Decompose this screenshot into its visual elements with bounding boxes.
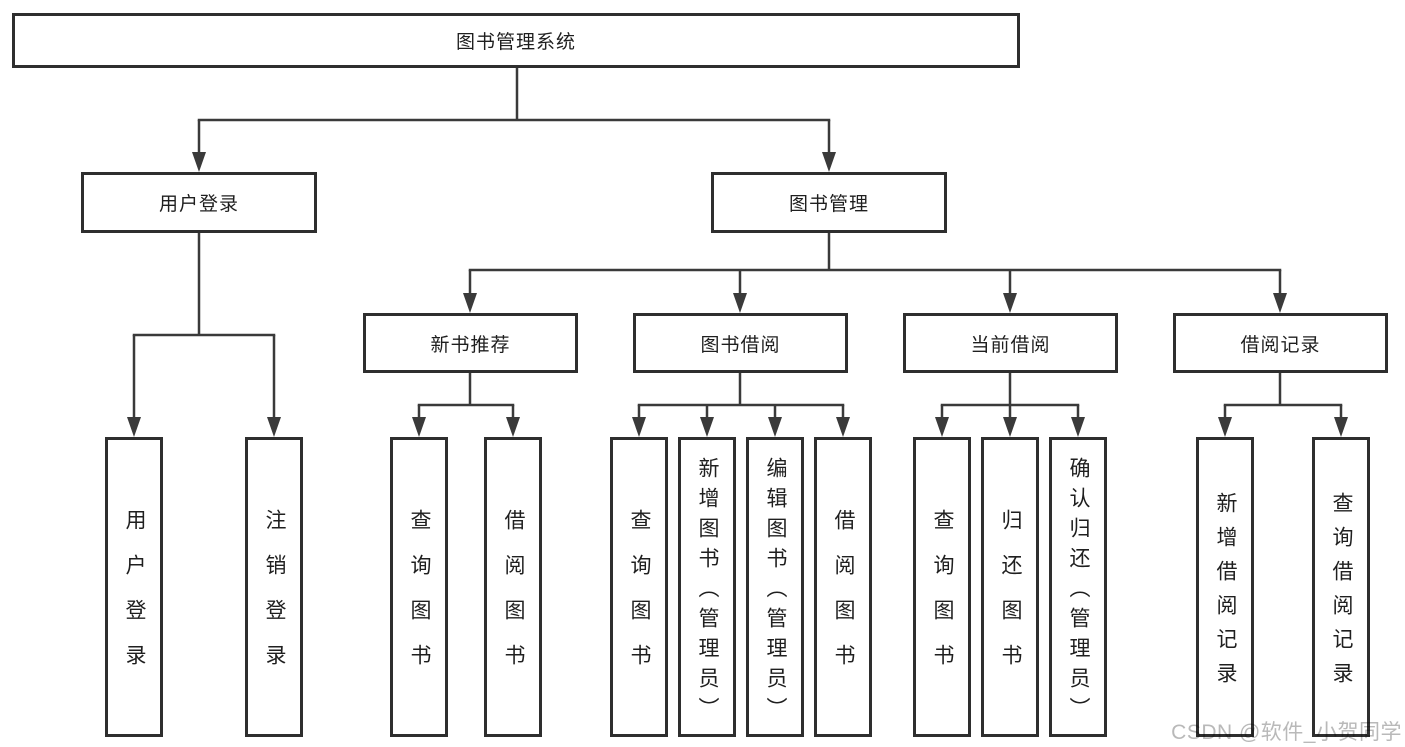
leaf-query-books-current: 查询图书 [913, 437, 971, 737]
leaf-edit-books-admin: 编辑图书（管理员） [746, 437, 804, 737]
leaf-borrow-books-borrowing: 借阅图书 [814, 437, 872, 737]
node-book-management: 图书管理 [711, 172, 947, 233]
node-label: 借阅记录 [1240, 334, 1321, 356]
leaf-label: 借阅图书 [832, 509, 855, 689]
leaf-confirm-return-admin: 确认归还（管理员） [1049, 437, 1107, 737]
leaf-label: 查询借阅记录 [1330, 491, 1353, 696]
leaf-query-books-borrowing: 查询图书 [610, 437, 668, 737]
leaf-label: 借阅图书 [502, 509, 525, 689]
leaf-label: 确认归还（管理员） [1067, 456, 1090, 727]
leaf-label: 查询图书 [931, 509, 954, 689]
node-label: 图书管理 [788, 194, 869, 215]
node-current-borrowing: 当前借阅 [903, 313, 1118, 373]
leaf-label: 新增图书（管理员） [696, 456, 719, 727]
node-library-management-system: 图书管理系统 [12, 13, 1020, 68]
leaf-label: 用户登录 [123, 509, 146, 689]
leaf-query-books-recommend: 查询图书 [390, 437, 448, 737]
node-label: 当前借阅 [970, 334, 1051, 356]
node-label: 图书借阅 [700, 334, 781, 356]
leaf-return-books: 归还图书 [981, 437, 1039, 737]
node-label: 用户登录 [158, 194, 239, 215]
leaf-add-books-admin: 新增图书（管理员） [678, 437, 736, 737]
node-new-book-recommend: 新书推荐 [363, 313, 578, 373]
node-borrowing-records: 借阅记录 [1173, 313, 1388, 373]
leaf-label: 查询图书 [628, 509, 651, 689]
node-label: 图书管理系统 [455, 32, 576, 53]
leaf-label: 新增借阅记录 [1214, 491, 1237, 696]
leaf-add-borrow-record: 新增借阅记录 [1196, 437, 1254, 737]
leaf-label: 查询图书 [408, 509, 431, 689]
leaf-user-login: 用户登录 [105, 437, 163, 737]
leaf-label: 编辑图书（管理员） [764, 456, 787, 727]
leaf-query-borrow-record: 查询借阅记录 [1312, 437, 1370, 737]
node-book-borrowing: 图书借阅 [633, 313, 848, 373]
node-user-login: 用户登录 [81, 172, 317, 233]
node-label: 新书推荐 [430, 334, 511, 356]
leaf-borrow-books-recommend: 借阅图书 [484, 437, 542, 737]
csdn-watermark: CSDN @软件_小贺同学 [1171, 721, 1402, 744]
leaf-label: 归还图书 [999, 509, 1022, 689]
leaf-label: 注销登录 [263, 509, 286, 689]
leaf-logout: 注销登录 [245, 437, 303, 737]
